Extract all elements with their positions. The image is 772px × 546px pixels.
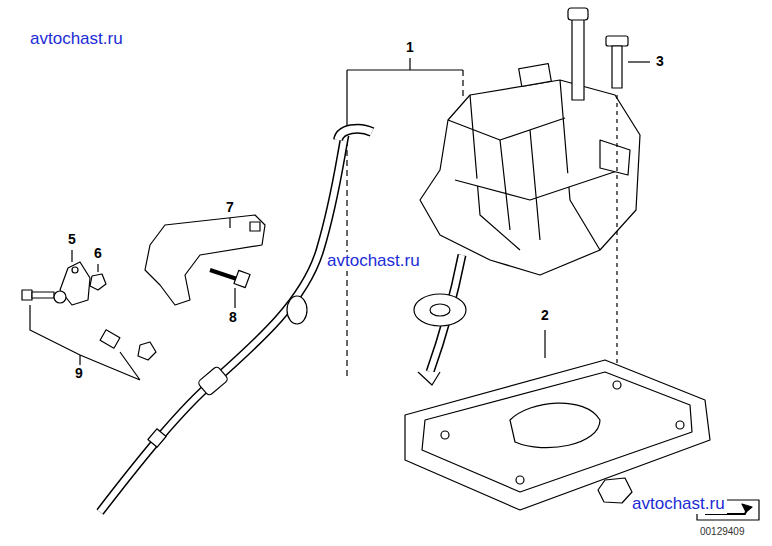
callout-number: 8	[228, 310, 238, 325]
callout-number: 5	[67, 232, 77, 247]
callout-number: 6	[93, 246, 103, 261]
callout-number: 2	[540, 308, 550, 323]
callout-number: 7	[225, 200, 235, 215]
drawing-number: 00129409	[700, 526, 745, 537]
callout-number: 1	[405, 40, 415, 55]
callout-number: 9	[74, 366, 84, 381]
watermark: avtochast.ru	[28, 30, 125, 49]
watermark: avtochast.ru	[325, 252, 422, 271]
callout-number: 3	[655, 54, 665, 69]
watermark: avtochast.ru	[630, 495, 727, 514]
